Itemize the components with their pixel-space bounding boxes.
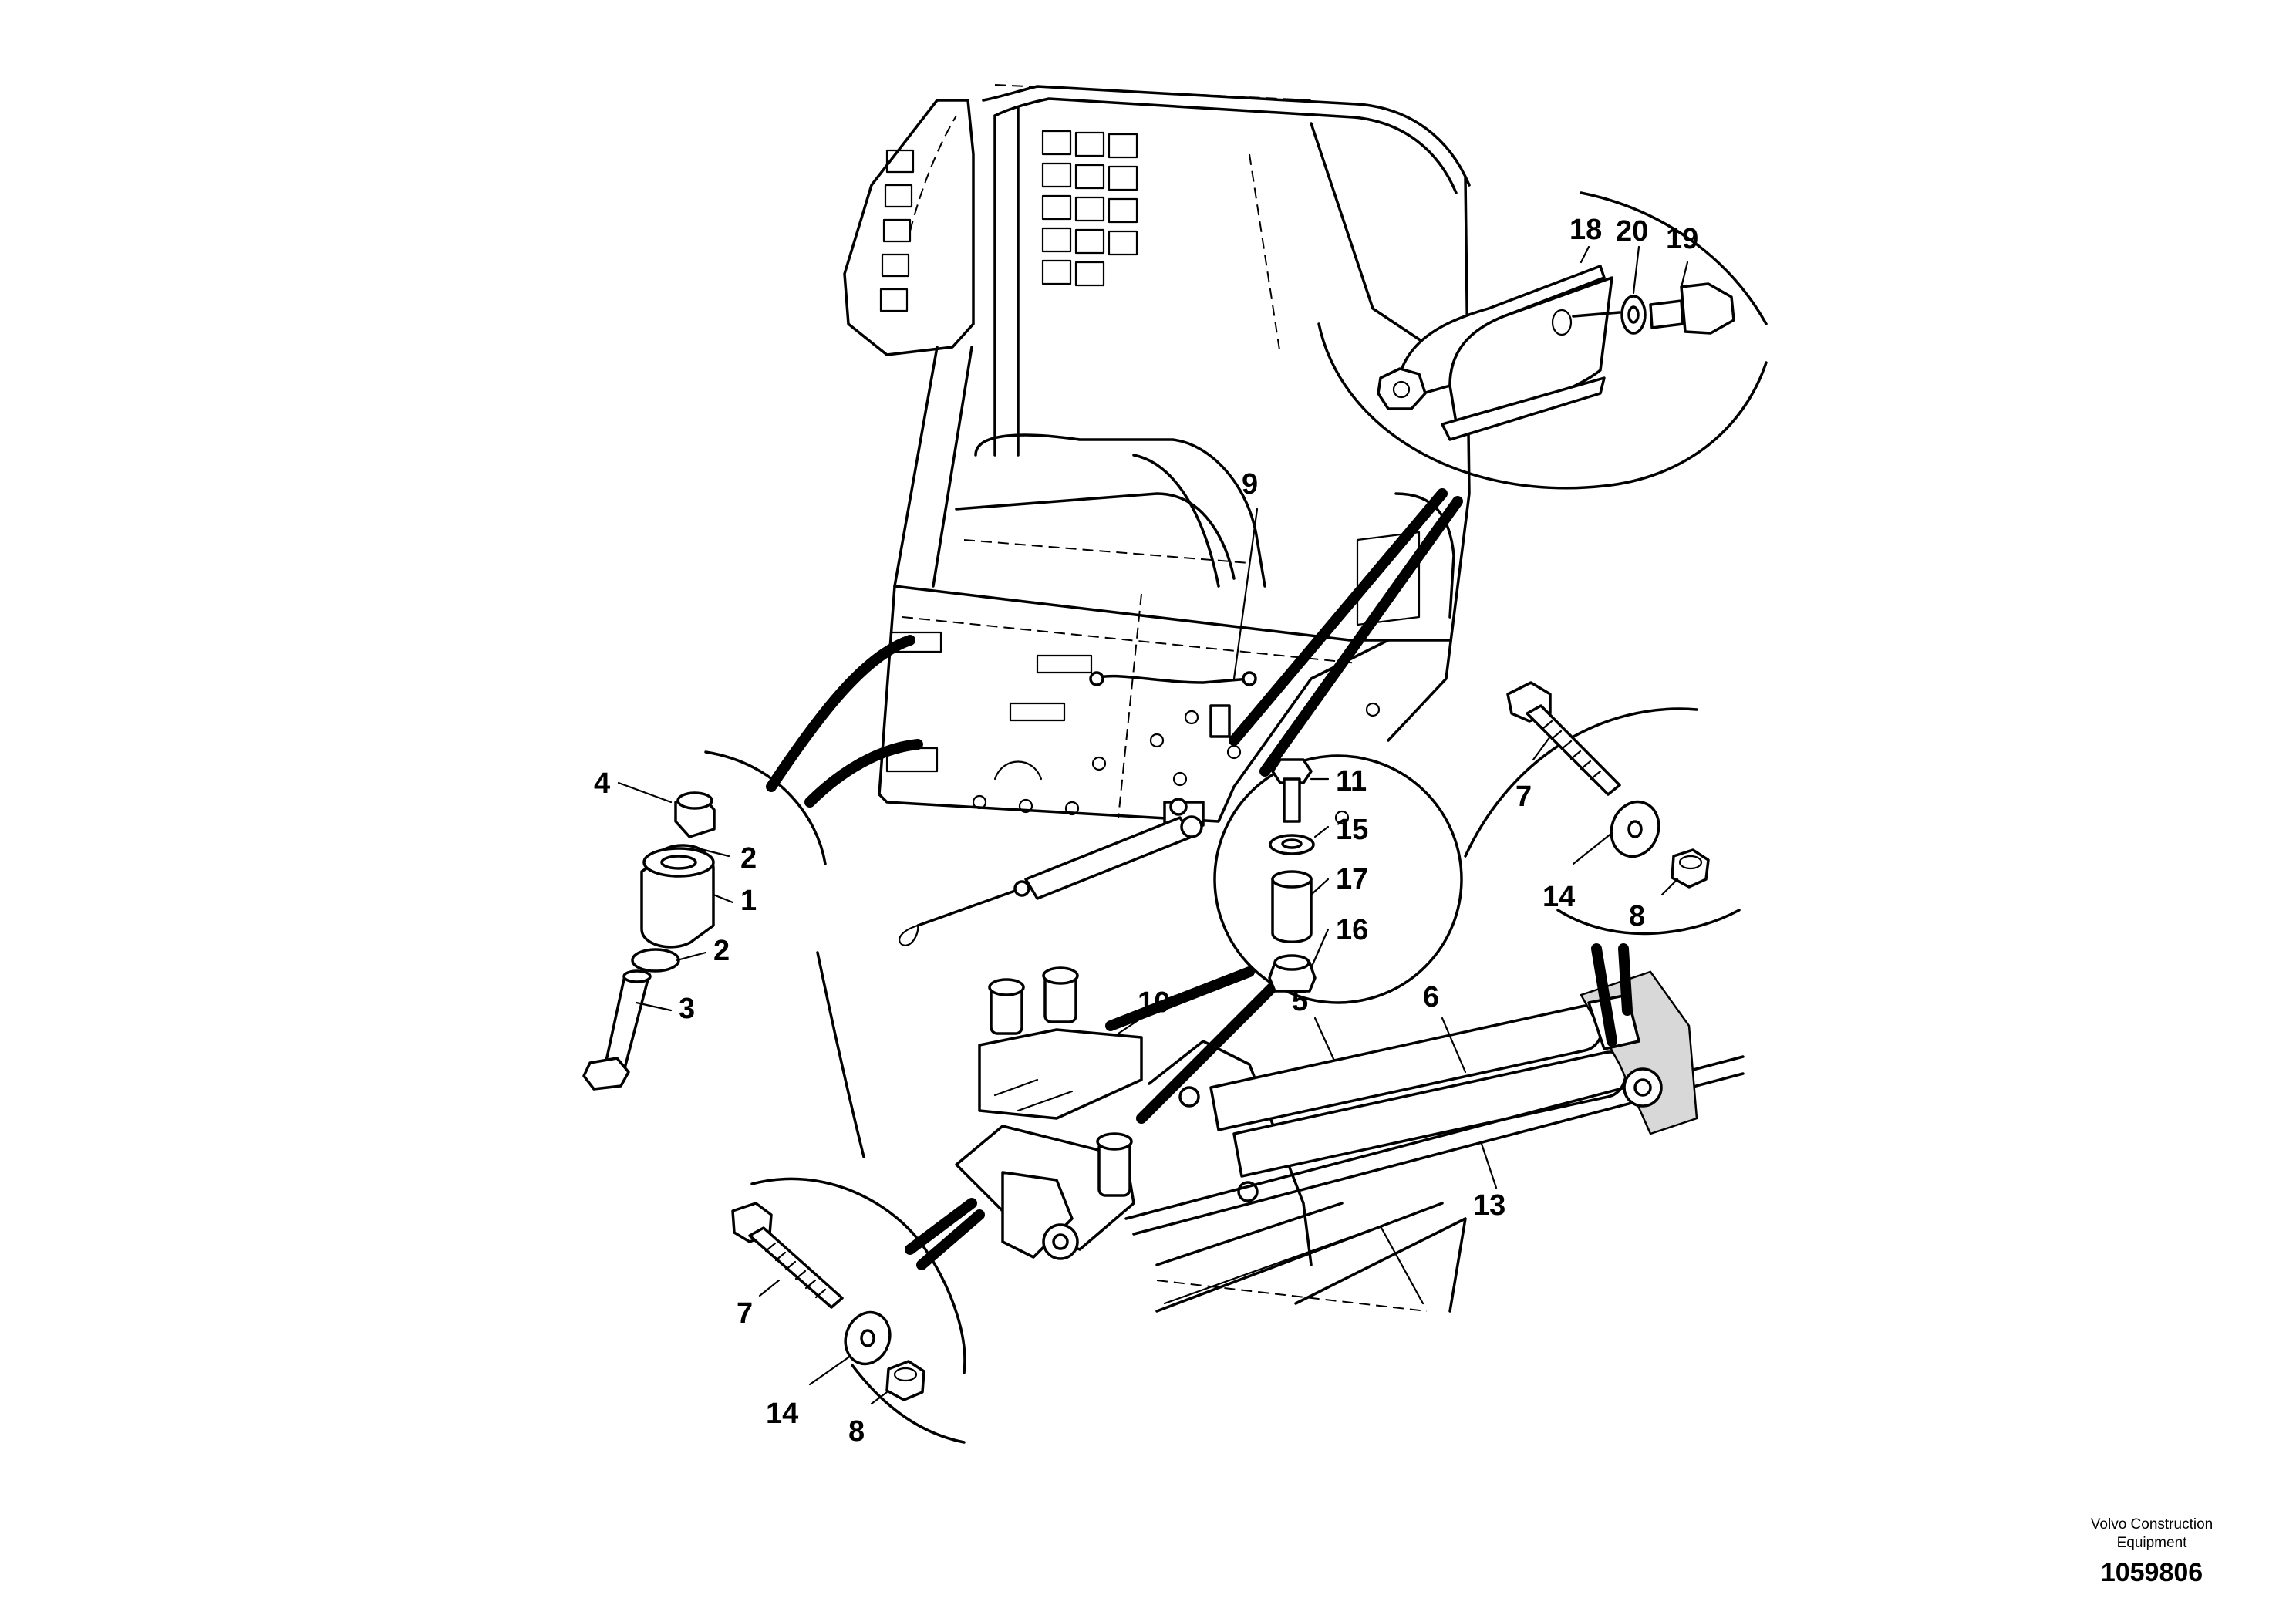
callout-2-lower: 2 (713, 935, 730, 967)
detail-bushing-group (582, 635, 923, 1158)
callout-2-upper: 2 (740, 842, 757, 875)
cab-assembly (843, 84, 1471, 827)
company-name-line1: Volvo Construction (2090, 1516, 2213, 1533)
callout-7-right: 7 (1515, 781, 1532, 813)
leader-lines (617, 245, 1689, 1405)
callout-labels: 1 2 2 3 4 5 6 7 7 8 8 9 10 11 13 14 14 1… (594, 214, 1698, 1448)
callout-14-left: 14 (766, 1398, 798, 1430)
callout-18: 18 (1569, 214, 1602, 246)
company-credit: Volvo Construction Equipment 1059806 (2067, 1516, 2237, 1590)
detail-bracket-group (1229, 191, 1768, 777)
callout-17: 17 (1336, 863, 1368, 895)
gas-strut (899, 798, 1203, 946)
callout-13: 13 (1473, 1189, 1505, 1222)
callout-10: 10 (1138, 986, 1170, 1019)
drawing-number: 1059806 (2100, 1558, 2203, 1587)
callout-3: 3 (679, 993, 695, 1025)
callout-14-right: 14 (1542, 881, 1575, 913)
callout-6: 6 (1423, 981, 1439, 1013)
callout-9: 9 (1242, 468, 1258, 501)
callout-19: 19 (1666, 223, 1698, 255)
callout-8-left: 8 (848, 1415, 865, 1448)
callout-5: 5 (1292, 985, 1308, 1017)
callout-7-left: 7 (737, 1297, 753, 1330)
callout-20: 20 (1616, 215, 1648, 248)
callout-8-right: 8 (1629, 900, 1645, 932)
callout-11: 11 (1336, 765, 1367, 798)
company-name-line2: Equipment (2116, 1535, 2187, 1551)
callout-4: 4 (594, 767, 610, 800)
detail-left-fastener-group (731, 1177, 985, 1444)
tilt-cylinder-assembly (955, 966, 1745, 1313)
callout-1: 1 (740, 885, 757, 917)
callout-16: 16 (1336, 914, 1368, 946)
detail-spacer-group (1105, 754, 1463, 1124)
callout-15: 15 (1336, 814, 1368, 846)
detail-right-fastener-group (1464, 681, 1741, 1047)
